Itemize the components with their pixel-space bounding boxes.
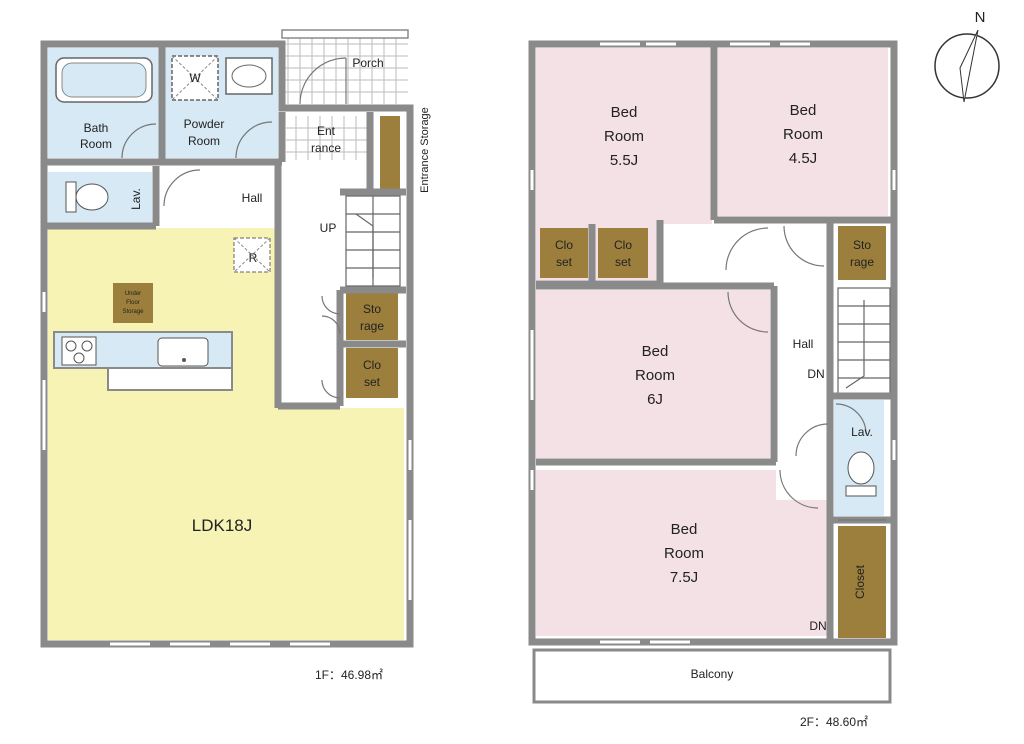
porch-label: Porch [352, 56, 383, 70]
bedroom-45-label-3: 4.5J [789, 150, 817, 167]
storage-1f-label-1: Sto [363, 302, 381, 316]
under-floor-label-1: Under [125, 291, 141, 297]
floor1-area-label: 1F：46.98㎡ [315, 668, 383, 682]
closet-b-box [598, 228, 648, 278]
storage-2f-label-2: rage [850, 255, 874, 269]
balcony-area [532, 648, 892, 704]
windows-1f [42, 292, 412, 646]
entrance-label-1: Ent [317, 124, 336, 138]
bedroom-75-label-1: Bed [671, 521, 698, 538]
closet-1f-label-2: set [364, 375, 381, 389]
bedroom-55-label-2: Room [604, 128, 644, 145]
bedroom-55-label-1: Bed [611, 104, 638, 121]
up-label: UP [320, 221, 337, 235]
bathtub-inner [61, 62, 147, 98]
bedroom-45-label-1: Bed [790, 102, 817, 119]
stove [61, 336, 97, 366]
balcony-label: Balcony [691, 667, 734, 681]
closet-long-box [838, 526, 886, 638]
ldk-label: LDK18J [192, 516, 252, 535]
first-floor-plan [40, 29, 414, 648]
washbasin-bowl [231, 64, 267, 88]
under-floor-label-3: Storage [122, 309, 144, 315]
lav-1f-label: Lav. [129, 188, 143, 210]
closet-b-label-2: set [615, 255, 632, 269]
toilet-2f-tank [845, 485, 877, 497]
storage-2f-label-1: Sto [853, 238, 871, 252]
entrance-storage-box [380, 116, 400, 192]
closet-long-label: Closet [853, 564, 867, 599]
entrance-label-2: rance [311, 141, 341, 155]
entrance-tiles [286, 116, 368, 160]
bedroom-75-label-3: 7.5J [670, 569, 698, 586]
bath-room-label-2: Room [80, 137, 112, 151]
entrance-storage-label: Entrance Storage [419, 107, 431, 193]
burner-3 [73, 352, 85, 364]
dn-label-2: DN [809, 619, 826, 633]
refrigerator-mark: R [249, 251, 258, 265]
under-floor-storage-box [113, 283, 153, 323]
sink-drain [182, 358, 186, 362]
kitchen-sink [157, 337, 209, 367]
bedroom-75-area [536, 470, 830, 636]
stairs-2f [837, 287, 891, 397]
windows-2f [530, 42, 896, 644]
compass: N [934, 9, 1000, 103]
bedroom-45-label-2: Room [783, 126, 823, 143]
dn-label-1: DN [807, 367, 824, 381]
burner-1 [65, 340, 77, 352]
hall-1f-label: Hall [242, 191, 263, 205]
fridge-diag-1 [233, 237, 271, 273]
washer-diag-2 [171, 55, 219, 101]
second-floor-plan [528, 40, 898, 704]
stairs-1f [345, 195, 401, 287]
storage-1f-box [346, 292, 398, 340]
bedroom-45-area [718, 48, 888, 216]
closet-a-label-2: set [556, 255, 573, 269]
doors-1f [121, 57, 347, 399]
porch-tiles [282, 38, 408, 104]
kitchen-counter-extension [107, 367, 233, 391]
bedroom-6-label-3: 6J [647, 391, 663, 408]
toilet-1f-tank [65, 181, 77, 213]
closet-b-label-1: Clo [614, 238, 632, 252]
toilet-2f-bowl [847, 451, 875, 485]
bedroom-6-label-1: Bed [642, 343, 669, 360]
walls-1f [40, 40, 414, 648]
powder-room-label-2: Room [188, 134, 220, 148]
closet-a-box [540, 228, 588, 278]
bedroom-55-area [536, 48, 712, 280]
compass-north-label: N [975, 9, 986, 26]
hall-2f-label: Hall [793, 337, 814, 351]
floor2-area-label: 2F：48.60㎡ [800, 715, 868, 729]
closet-a-label-1: Clo [555, 238, 573, 252]
storage-1f-label-2: rage [360, 319, 384, 333]
lav-2f-label: Lav. [851, 425, 873, 439]
storage-2f-box [838, 226, 886, 280]
washer-mark: W [189, 71, 201, 85]
porch-step [281, 29, 409, 39]
bedroom-6-label-2: Room [635, 367, 675, 384]
toilet-1f-bowl [75, 183, 109, 211]
bath-room-label-1: Bath [84, 121, 109, 135]
doors-2f [725, 225, 886, 521]
bedroom-75-label-2: Room [664, 545, 704, 562]
burner-2 [81, 340, 93, 352]
bedroom-6-area [536, 290, 770, 458]
closet-1f-box [346, 348, 398, 398]
under-floor-label-2: Floor [126, 300, 140, 306]
closet-1f-label-1: Clo [363, 358, 381, 372]
bedroom-55-label-3: 5.5J [610, 152, 638, 169]
powder-room-label-1: Powder [184, 117, 225, 131]
fridge-diag-2 [233, 237, 271, 273]
